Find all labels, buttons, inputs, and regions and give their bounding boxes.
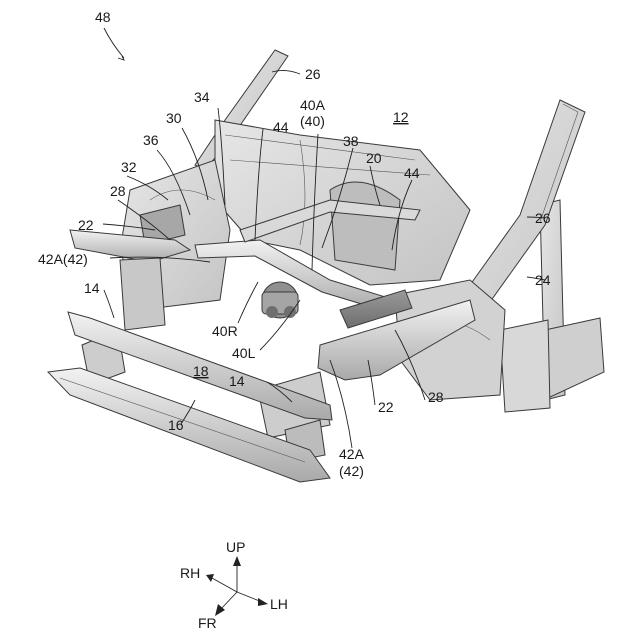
label-40A: 40A — [300, 97, 326, 113]
label-26-right: 26 — [535, 210, 551, 226]
label-40A-paren: (40) — [300, 113, 325, 129]
label-44-upper: 44 — [273, 119, 289, 135]
label-14-left: 14 — [229, 373, 245, 389]
label-36: 36 — [143, 132, 159, 148]
label-38: 38 — [343, 133, 359, 149]
label-16: 16 — [168, 417, 184, 433]
label-30: 30 — [166, 110, 182, 126]
label-40L: 40L — [232, 345, 256, 361]
label-28-left: 28 — [428, 389, 444, 405]
label-22-right: 22 — [78, 217, 94, 233]
direction-fr: FR — [198, 615, 217, 631]
label-18: 18 — [193, 363, 209, 379]
label-12: 12 — [393, 109, 409, 125]
brake-booster-unit — [262, 282, 298, 318]
label-28-right: 28 — [110, 183, 126, 199]
bumper-reinforcement — [48, 312, 332, 482]
direction-lh: LH — [270, 596, 288, 612]
label-34: 34 — [194, 89, 210, 105]
label-42A-right: 42A(42) — [38, 251, 88, 267]
label-42A-left-paren: (42) — [339, 463, 364, 479]
direction-up: UP — [226, 539, 245, 555]
label-32: 32 — [121, 159, 137, 175]
label-22-left: 22 — [378, 399, 394, 415]
direction-rh: RH — [180, 565, 200, 581]
label-14-right: 14 — [84, 280, 100, 296]
label-24: 24 — [535, 272, 551, 288]
label-26-top: 26 — [305, 66, 321, 82]
label-40R: 40R — [212, 323, 238, 339]
label-20: 20 — [366, 150, 382, 166]
label-42A-left: 42A — [339, 446, 365, 462]
label-48: 48 — [95, 9, 111, 25]
direction-indicator: UP RH LH FR — [180, 539, 288, 631]
label-44-right: 44 — [404, 165, 420, 181]
